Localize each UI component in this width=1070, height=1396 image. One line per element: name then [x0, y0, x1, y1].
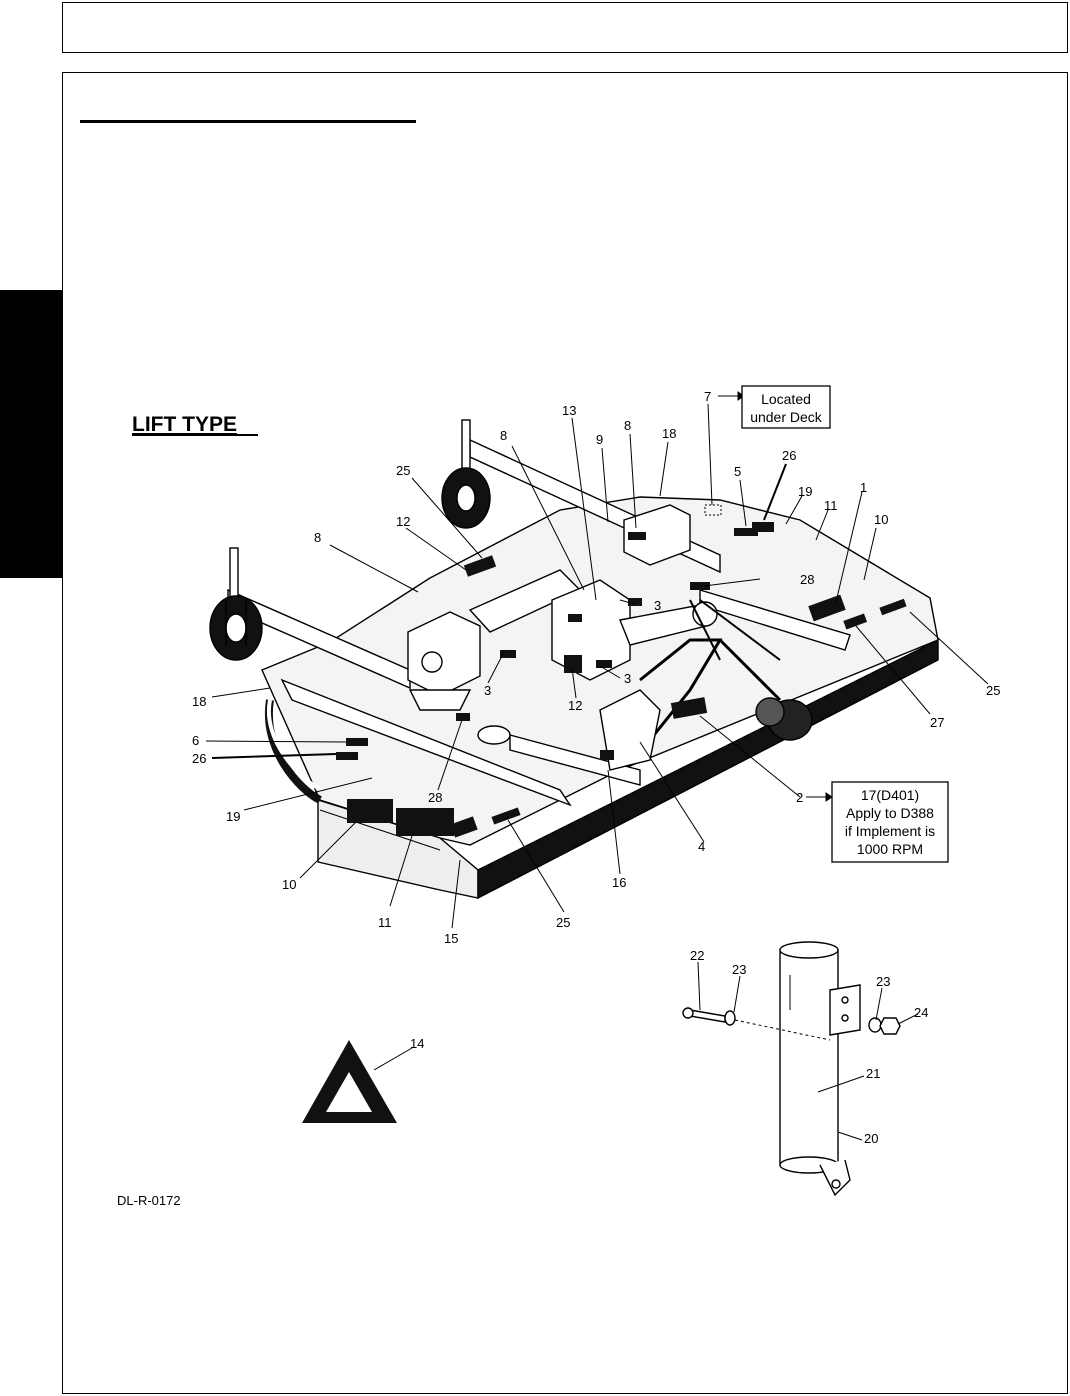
- leader-lines: [205, 391, 989, 1141]
- apply-line-1: 17(D401): [861, 787, 919, 803]
- apply-note-box: [831, 781, 949, 863]
- callout-label: 22: [690, 948, 704, 963]
- callout-label: 16: [612, 875, 626, 890]
- callout-numbers: 7 13 8 9 8 18 5 26 19 1 11 10 25 12 8 28…: [192, 389, 1000, 1146]
- callout-label: 18: [192, 694, 206, 709]
- callout-label: 13: [562, 403, 576, 418]
- callout-label: 3: [624, 671, 631, 686]
- gearbox-left: [407, 611, 481, 711]
- deck-hole: [477, 725, 511, 745]
- callout-label: 14: [410, 1036, 424, 1051]
- callout-label: 27: [930, 715, 944, 730]
- callout-label: 2: [796, 790, 803, 805]
- under-deck-decal: [704, 504, 722, 516]
- callout-label: 11: [824, 498, 838, 513]
- heading-rule: [80, 120, 416, 123]
- front-cross-beam: [280, 678, 572, 807]
- callout-label: 28: [428, 790, 442, 805]
- drawing-id: DL-R-0172: [117, 1193, 181, 1208]
- callout-label: 1: [860, 480, 867, 495]
- callout-label: 5: [734, 464, 741, 479]
- callout-label: 26: [192, 751, 206, 766]
- callout-label: 12: [568, 698, 582, 713]
- apply-line-4: 1000 RPM: [857, 841, 923, 857]
- callout-label: 10: [282, 877, 296, 892]
- callout-label: 9: [596, 432, 603, 447]
- callout-label: 4: [698, 839, 705, 854]
- section-side-tab: [0, 290, 62, 578]
- callout-label: 19: [226, 809, 240, 824]
- callout-label: 7: [704, 389, 711, 404]
- located-under-deck-box: [741, 385, 831, 429]
- gearbox-right: [623, 504, 691, 566]
- callout-label: 25: [556, 915, 570, 930]
- callout-label: 21: [866, 1066, 880, 1081]
- callout-label: 6: [192, 733, 199, 748]
- callout-label: 25: [986, 683, 1000, 698]
- callout-label: 8: [624, 418, 631, 433]
- apply-line-2: Apply to D388: [846, 805, 934, 821]
- mower-drawing: [209, 419, 939, 900]
- callout-label: 19: [798, 484, 812, 499]
- callout-label: 24: [914, 1005, 928, 1020]
- callout-label: 18: [662, 426, 676, 441]
- callout-label: 3: [654, 598, 661, 613]
- content-frame: [62, 72, 1068, 1394]
- smv-mount-tube: [682, 941, 901, 1197]
- caster-wheel-left: [209, 547, 263, 661]
- callout-label: 11: [378, 915, 392, 930]
- callout-label: 26: [782, 448, 796, 463]
- callout-label: 12: [396, 514, 410, 529]
- callout-label: 23: [732, 962, 746, 977]
- located-line-1: Located: [761, 391, 811, 407]
- callout-label: 8: [500, 428, 507, 443]
- callout-label: 10: [874, 512, 888, 527]
- callout-label: 28: [800, 572, 814, 587]
- callout-label: 8: [314, 530, 321, 545]
- apply-line-3: if Implement is: [845, 823, 935, 839]
- caster-wheel-right: [441, 419, 491, 529]
- input-shaft-shield: [718, 638, 813, 741]
- smv-emblem: [302, 1038, 397, 1123]
- callout-label: 25: [396, 463, 410, 478]
- callout-label: 15: [444, 931, 458, 946]
- section-title: LIFT TYPE: [132, 413, 237, 436]
- decal-patches: [336, 522, 907, 838]
- section-title-underline: [132, 434, 258, 436]
- callout-label: 20: [864, 1131, 878, 1146]
- callout-label: 3: [484, 683, 491, 698]
- located-line-2: under Deck: [750, 409, 823, 425]
- callout-label: 23: [876, 974, 890, 989]
- header-frame: [62, 2, 1068, 53]
